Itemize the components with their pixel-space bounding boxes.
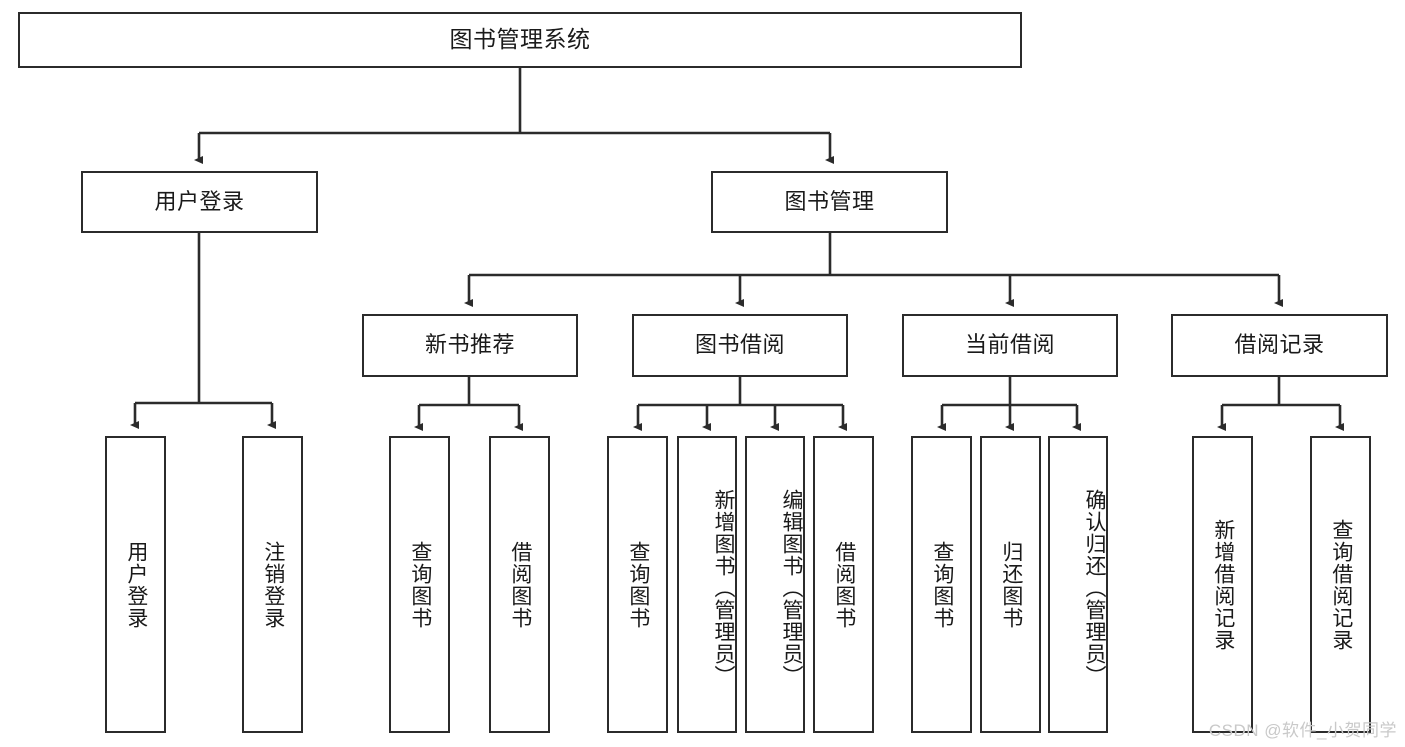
node-label: 新增图书（管理员） xyxy=(712,488,735,687)
node-label: 图书管理系统 xyxy=(449,26,591,53)
node-label: 归还图书 xyxy=(999,540,1023,629)
node-leaf-return-book[interactable]: 归还图书 xyxy=(980,436,1041,733)
node-label: 注销登录 xyxy=(261,540,285,629)
node-book-borrow[interactable]: 图书借阅 xyxy=(632,314,848,377)
node-book-management[interactable]: 图书管理 xyxy=(711,171,948,233)
node-current-borrow[interactable]: 当前借阅 xyxy=(902,314,1118,377)
node-label: 图书借阅 xyxy=(694,332,785,358)
node-leaf-confirm-return-admin[interactable]: 确认归还（管理员） xyxy=(1048,436,1108,733)
node-leaf-query-book-current[interactable]: 查询图书 xyxy=(911,436,972,733)
node-label: 查询借阅记录 xyxy=(1329,518,1353,651)
node-leaf-edit-book-admin[interactable]: 编辑图书（管理员） xyxy=(745,436,805,733)
node-label: 查询图书 xyxy=(408,540,432,629)
node-label: 借阅记录 xyxy=(1234,332,1325,358)
node-leaf-query-book-recommend[interactable]: 查询图书 xyxy=(389,436,450,733)
node-label: 确认归还（管理员） xyxy=(1083,488,1106,687)
node-leaf-borrow-book[interactable]: 借阅图书 xyxy=(813,436,874,733)
node-label: 借阅图书 xyxy=(508,540,532,629)
node-user-login[interactable]: 用户登录 xyxy=(81,171,318,233)
node-label: 用户登录 xyxy=(154,188,245,214)
node-leaf-add-borrow-record[interactable]: 新增借阅记录 xyxy=(1192,436,1253,733)
node-label: 编辑图书（管理员） xyxy=(780,488,803,687)
node-leaf-query-book-borrow[interactable]: 查询图书 xyxy=(607,436,668,733)
node-root-book-management-system[interactable]: 图书管理系统 xyxy=(18,12,1022,68)
csdn-watermark: CSDN @软件_小贺同学 xyxy=(1208,721,1397,740)
node-label: 用户登录 xyxy=(124,540,148,629)
node-label: 图书管理 xyxy=(784,188,875,214)
node-label: 查询图书 xyxy=(930,540,954,629)
node-leaf-add-book-admin[interactable]: 新增图书（管理员） xyxy=(677,436,737,733)
node-leaf-user-login[interactable]: 用户登录 xyxy=(105,436,166,733)
node-label: 新书推荐 xyxy=(424,332,515,358)
node-leaf-borrow-book-recommend[interactable]: 借阅图书 xyxy=(489,436,550,733)
node-leaf-logout[interactable]: 注销登录 xyxy=(242,436,303,733)
node-new-book-recommend[interactable]: 新书推荐 xyxy=(362,314,578,377)
node-leaf-query-borrow-record[interactable]: 查询借阅记录 xyxy=(1310,436,1371,733)
node-label: 当前借阅 xyxy=(964,332,1055,358)
node-label: 借阅图书 xyxy=(832,540,856,629)
node-label: 新增借阅记录 xyxy=(1211,518,1235,651)
node-label: 查询图书 xyxy=(626,540,650,629)
node-borrow-record[interactable]: 借阅记录 xyxy=(1171,314,1388,377)
